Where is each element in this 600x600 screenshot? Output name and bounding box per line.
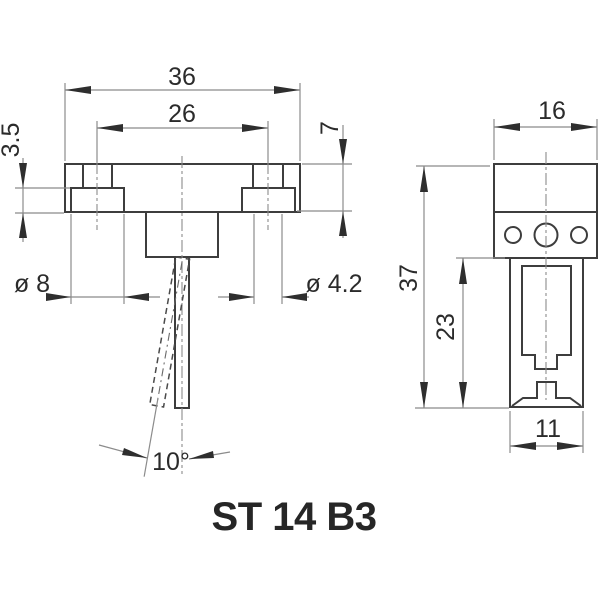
dim-label-11: 11 [535,415,561,443]
dim-label-10deg: 10° [152,448,190,476]
dim-case-width: 11 [509,411,584,453]
dim-frame-depth: 16 [493,97,598,160]
dim-label-16: 16 [538,97,566,125]
terminal-hole-right [570,226,588,244]
dim-lever-angle: 10° [98,444,231,476]
dim-overall-height: 37 [395,165,509,409]
dim-bushing-inner-dia: ø 4.2 [218,214,362,304]
dim-label-7: 7 [316,121,344,135]
dim-hole-spacing: 26 [97,100,268,132]
dim-case-height: 23 [432,257,505,408]
dim-label-37: 37 [395,264,423,292]
dim-bushing-outer-dia: ø 8 [14,214,160,304]
side-view: 16 37 23 11 [395,97,598,453]
toggle-lever-tilted-position [143,255,191,477]
dim-overall-width: 36 [64,63,301,161]
dim-label-26: 26 [168,100,196,128]
front-view: 36 26 3.5 7 [0,63,362,477]
side-case-stem [509,258,584,408]
dim-label-dia-8: ø 8 [14,270,50,298]
dim-label-3-5: 3.5 [0,123,25,158]
case-slot [521,265,572,370]
dim-frame-height: 7 [297,121,352,238]
dim-label-36: 36 [168,63,196,91]
part-number-title: ST 14 B3 [212,495,377,539]
terminal-hole-left [504,226,522,244]
dim-collar-height: 3.5 [0,123,70,242]
dim-label-23: 23 [432,313,460,341]
dim-label-dia-4-2: ø 4.2 [306,270,363,298]
case-foot-profile [511,381,582,407]
